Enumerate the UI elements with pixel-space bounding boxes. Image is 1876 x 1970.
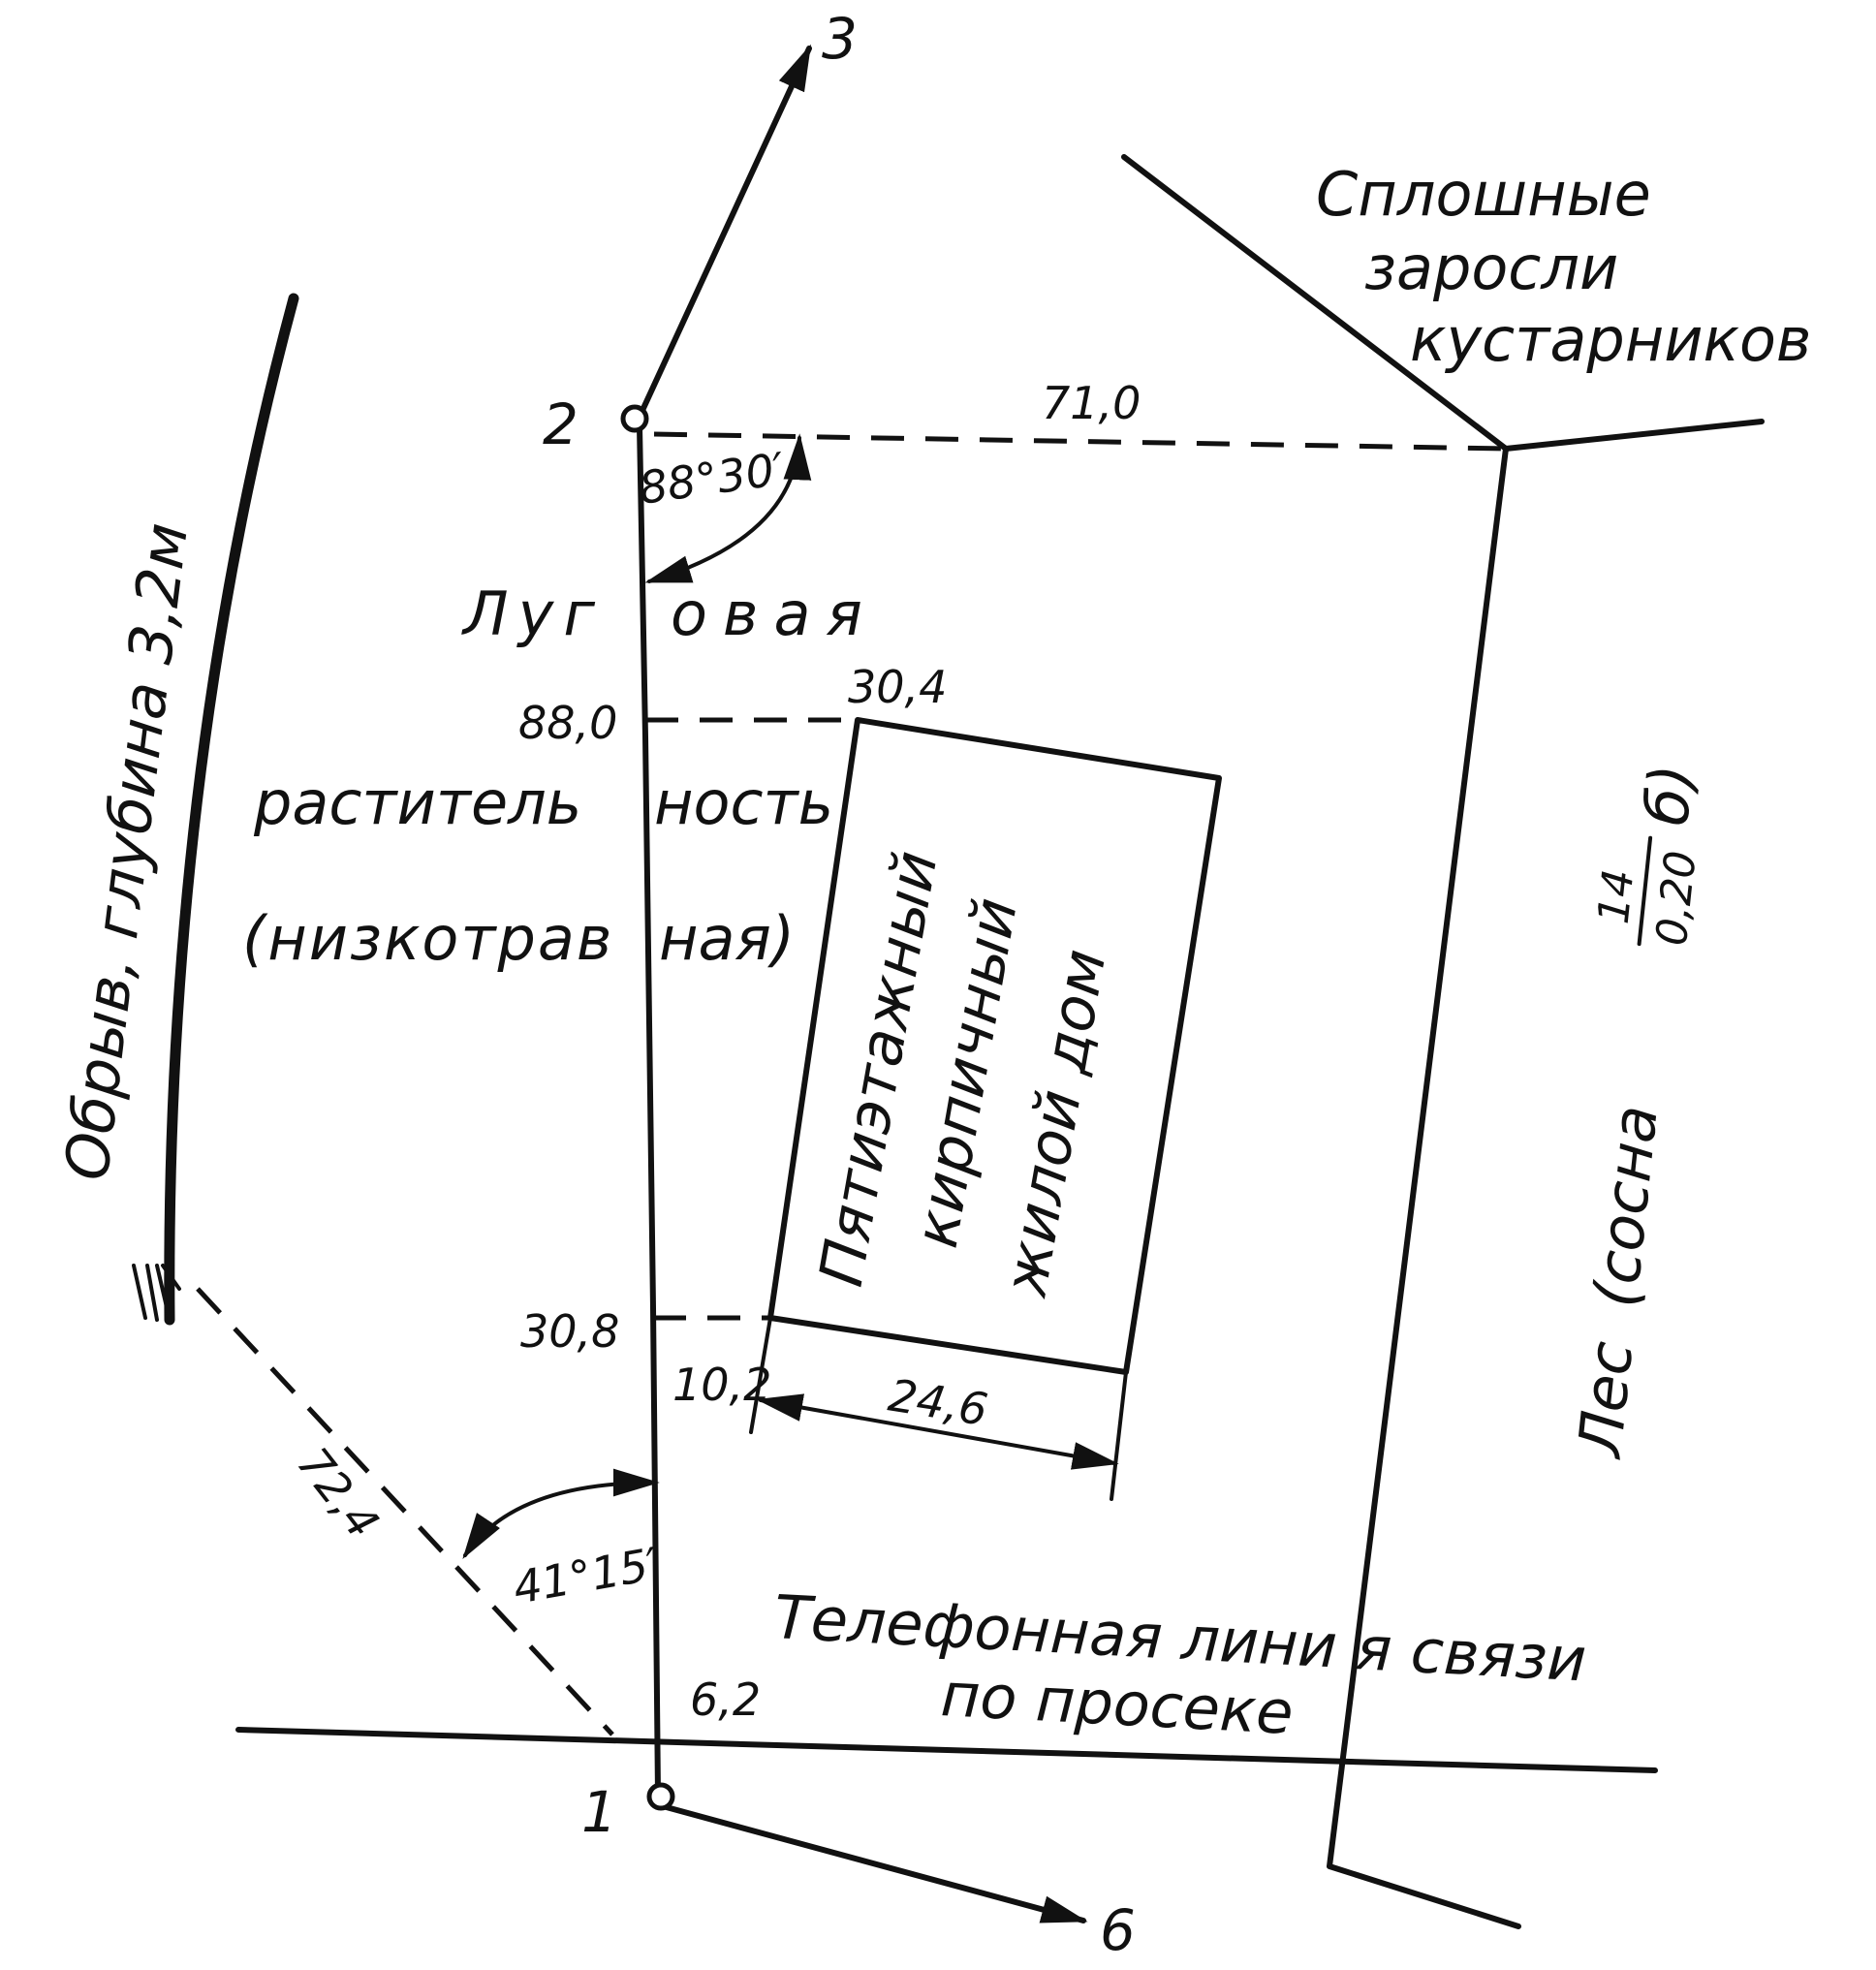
point-label-1: 1 xyxy=(581,1779,617,1845)
meadow-label-part1: Луг xyxy=(461,578,605,649)
station-2-marker xyxy=(620,404,649,433)
station-1-marker xyxy=(646,1782,675,1811)
measure-304: 30,4 xyxy=(848,661,947,713)
dim-ext-right xyxy=(1110,1370,1128,1501)
direction-line-2-3 xyxy=(637,44,812,420)
shrubs-label-line2: заросли xyxy=(1364,233,1618,303)
low-grass-label-part1: (низкотрав xyxy=(242,903,613,974)
low-grass-label-part2: ная) xyxy=(659,903,795,974)
point-label-2: 2 xyxy=(543,391,578,457)
vegetation-label-part2: ность xyxy=(654,767,833,838)
direction-line-1-6 xyxy=(660,1803,1088,1923)
measure-62: 6,2 xyxy=(690,1673,761,1726)
measure-102: 10,2 xyxy=(672,1359,771,1411)
dashed-line-71 xyxy=(653,431,1507,452)
meadow-label-part2: овая xyxy=(671,578,878,649)
phone-label-line1-part2: я связи xyxy=(1354,1612,1588,1695)
measure-angle-top: 88°30′ xyxy=(636,442,788,514)
forest-fraction-num: 14 xyxy=(1589,867,1644,926)
measure-88: 88,0 xyxy=(518,697,617,749)
cliff-hatch xyxy=(132,1264,181,1322)
dashed-line-72 xyxy=(196,1287,614,1736)
forest-fraction-den: 0,20 xyxy=(1647,849,1706,949)
point-label-6: 6 xyxy=(1100,1897,1136,1963)
angle-arc-bottom xyxy=(462,1468,660,1559)
cliff-edge xyxy=(164,293,299,1326)
forest-label: Лес (сосна 14 0,20 б) xyxy=(1564,761,1707,1462)
telephone-line xyxy=(235,1727,1658,1773)
measure-308: 30,8 xyxy=(520,1305,619,1358)
forest-species: (сосна xyxy=(1580,1102,1672,1310)
forest-fraction-bar xyxy=(1637,835,1653,947)
forest-boundary xyxy=(1327,446,1521,1929)
dim-ext-left xyxy=(749,1316,772,1434)
measure-72: 72,4 xyxy=(287,1438,390,1548)
measure-angle-bottom: 41°15′ xyxy=(510,1537,663,1613)
point-label-3: 3 xyxy=(822,6,858,72)
measure-71: 71,0 xyxy=(1042,377,1141,429)
forest-word: Лес xyxy=(1564,1338,1646,1462)
vegetation-label-part1: раститель xyxy=(253,767,581,838)
angle-arc-top xyxy=(644,433,812,583)
forest-suffix: б) xyxy=(1631,761,1707,829)
shrubs-label-line3: кустарников xyxy=(1410,304,1811,375)
dim-line-246 xyxy=(756,1393,1119,1470)
shrubs-label-line1: Сплошные xyxy=(1316,159,1651,230)
